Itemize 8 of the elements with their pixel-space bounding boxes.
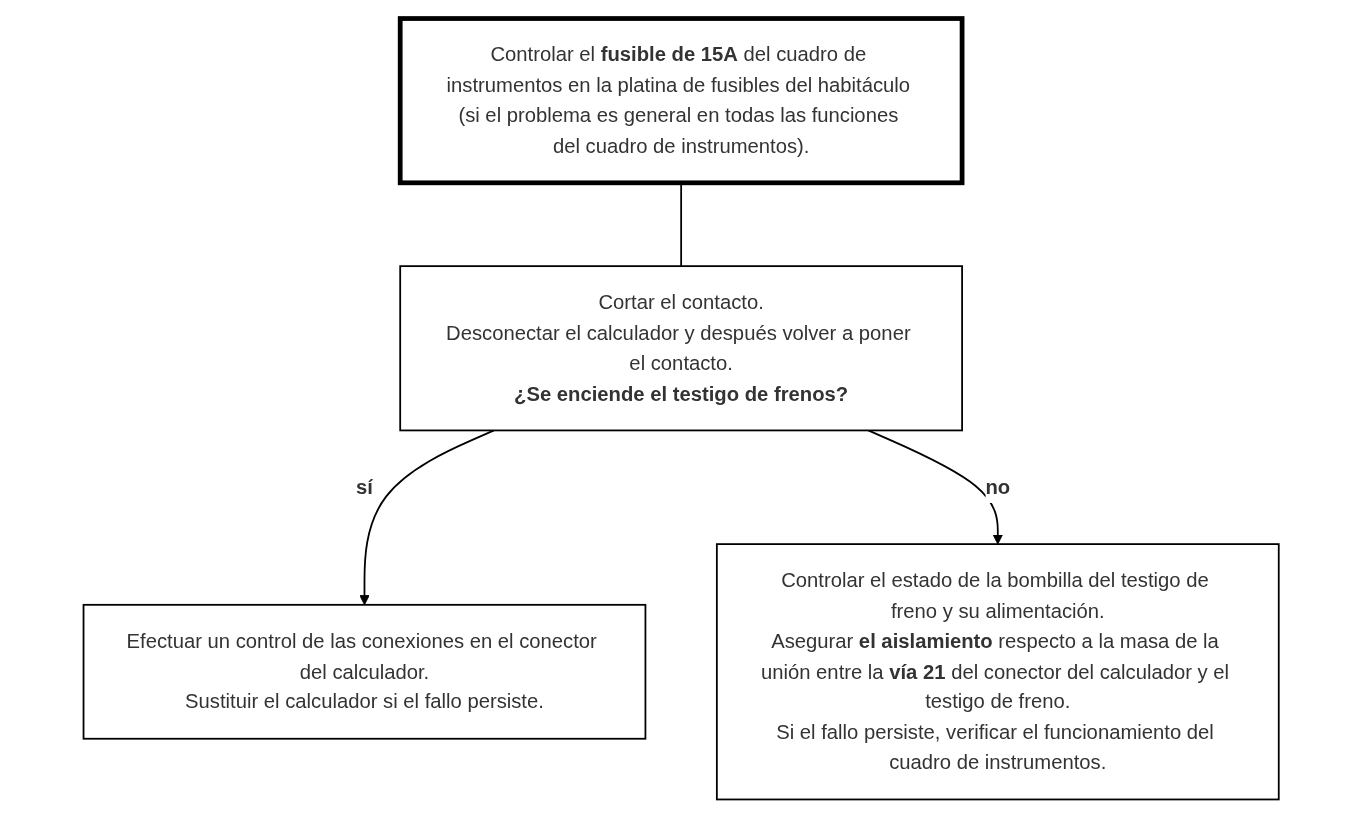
node-box: Controlar el fusible de 15A del cuadro de instrumentos en la platina de fusibles del habitáculo (si el problema es general en todas las funciones del cuadro de instrumentos). [397,15,965,185]
edge-label: sí [355,475,373,498]
node-box: Controlar el estado de la bombilla del testigo de freno y su alimentación. Asegurar el aislamiento respecto a la masa de la unión entre la vía 21 del conector del calculador y el testigo de freno. Si el fallo persiste, verificar el funcionamiento del cuadro de instrumentos. [715,542,1280,800]
edge-label: no [985,475,1011,498]
arrow [359,429,495,605]
arrow [867,429,1003,545]
node-box: Efectuar un control de las conexiones en el conector del calculador. Sustituir el calculador si el fallo persiste. [82,603,647,740]
node-box: Cortar el contacto. Desconectar el calculador y después volver a poner el contacto. ¿Se enciende el testigo de frenos? [399,264,963,431]
